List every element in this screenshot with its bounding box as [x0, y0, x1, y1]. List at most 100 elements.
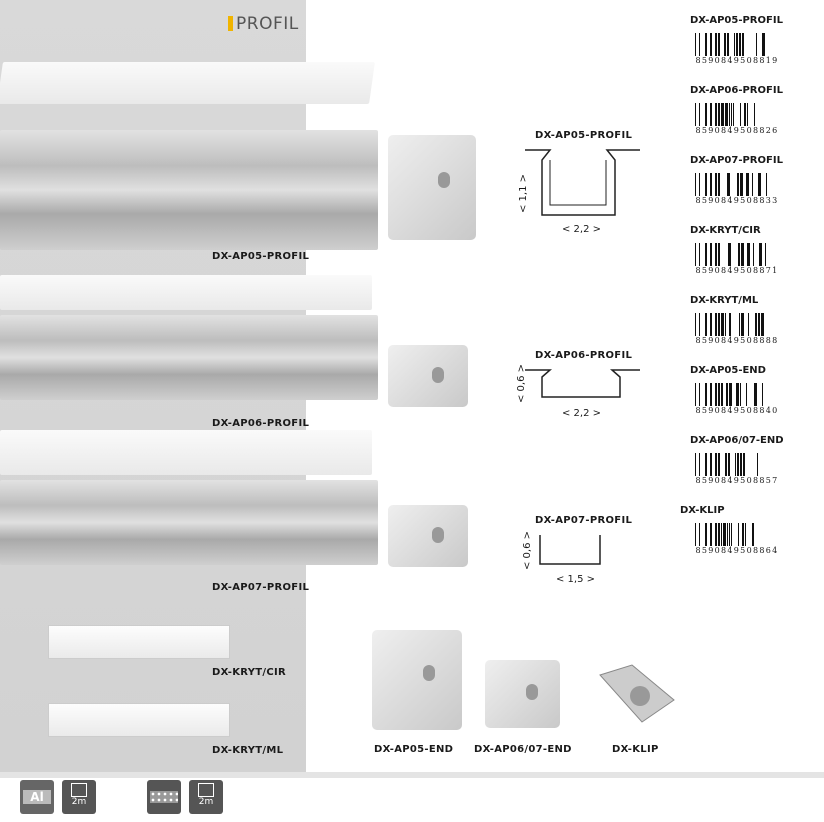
barcode-bar	[746, 383, 747, 407]
barcode-bar	[715, 33, 717, 57]
barcode-bar	[759, 243, 762, 267]
barcode-number: 8590849508871	[692, 266, 782, 275]
width-dimension: < 2,2 >	[562, 224, 602, 235]
barcode-bar	[756, 33, 757, 57]
barcode-bar	[718, 453, 720, 477]
barcode: 8590849508871	[692, 243, 782, 275]
brand-text: PROFIL	[236, 14, 299, 34]
profile-image-ap05	[0, 130, 378, 250]
barcode-bar	[738, 523, 739, 547]
barcode-bar	[740, 173, 743, 197]
barcode-bar	[747, 243, 750, 267]
barcode-bar	[742, 33, 744, 57]
barcode-bar	[721, 383, 723, 407]
barcode-label: DX-AP06-PROFIL	[690, 85, 783, 96]
barcode-number: 8590849508833	[692, 196, 782, 205]
barcode-bar	[710, 523, 712, 547]
height-dimension: < 0,6 >	[516, 363, 528, 404]
barcode-bar	[721, 103, 724, 127]
barcode-bar	[726, 383, 728, 407]
barcode-bar	[715, 383, 717, 407]
barcode-bar	[699, 453, 700, 477]
barcode-bar	[731, 523, 732, 547]
brand-mark-icon	[228, 16, 233, 31]
barcode-bar	[762, 33, 765, 57]
barcode-bar	[699, 383, 700, 407]
box-length-icon: 2m	[189, 780, 223, 814]
barcode-bar	[729, 523, 730, 547]
barcode-bar	[752, 173, 753, 197]
barcode-bar	[718, 103, 720, 127]
barcode-bar	[738, 243, 740, 267]
barcode-bar	[705, 173, 707, 197]
barcode-bar	[724, 33, 726, 57]
profile-drawing-ap07	[539, 535, 601, 565]
barcode-label: DX-AP06/07-END	[690, 435, 784, 446]
end-cap-image	[372, 630, 462, 730]
profile-cover-image	[0, 275, 372, 310]
barcode-bar	[747, 103, 748, 127]
barcode-bar	[710, 33, 712, 57]
barcode-label: DX-KLIP	[680, 505, 725, 516]
barcode-bar	[755, 313, 757, 337]
barcode-bar	[695, 453, 696, 477]
cover-label: DX-KRYT/CIR	[212, 667, 287, 678]
barcode-bar	[699, 33, 700, 57]
barcode-bar	[736, 383, 739, 407]
profile-cover-image	[0, 62, 375, 104]
barcode-bar	[695, 313, 696, 337]
barcode-bar	[715, 103, 717, 127]
barcode-bar	[699, 313, 700, 337]
barcode-bar	[754, 383, 757, 407]
barcode-bar	[729, 383, 732, 407]
cover-image-ml	[48, 703, 230, 737]
barcode-number: 8590849508864	[692, 546, 782, 555]
barcode-bar	[695, 243, 696, 267]
barcode-bar	[710, 453, 712, 477]
barcode-bar	[741, 313, 744, 337]
barcode-bar	[699, 173, 700, 197]
barcode-bar	[727, 33, 729, 57]
barcode-number: 8590849508888	[692, 336, 782, 345]
barcode: 8590849508888	[692, 313, 782, 345]
height-dimension: < 1,1 >	[518, 173, 530, 214]
barcode-bar	[721, 523, 722, 547]
barcode-bar	[743, 453, 745, 477]
barcode-bar	[718, 313, 720, 337]
barcode-bar	[723, 523, 726, 547]
barcode-bar	[715, 173, 717, 197]
barcode-bar	[746, 173, 749, 197]
profile-label: DX-AP06-PROFIL	[212, 418, 310, 429]
barcode-number: 8590849508819	[692, 56, 782, 65]
barcode-bar	[728, 453, 730, 477]
barcode-bar	[705, 33, 707, 57]
barcode-bar	[715, 523, 717, 547]
barcode-bar	[737, 453, 739, 477]
cover-label: DX-KRYT/ML	[212, 745, 284, 756]
barcode-bar	[705, 523, 707, 547]
barcode-bar	[699, 523, 700, 547]
icon-text: 2m	[198, 797, 214, 807]
barcode-bar	[718, 33, 720, 57]
profile-image-ap06	[0, 315, 378, 400]
end-cap-image	[388, 135, 476, 240]
barcode-bar	[710, 313, 712, 337]
barcode-bar	[758, 313, 760, 337]
barcode-bar	[739, 33, 741, 57]
barcode-bar	[731, 103, 732, 127]
barcode-bar	[728, 243, 731, 267]
barcode-bar	[710, 243, 712, 267]
barcode-bar	[718, 243, 720, 267]
barcode-bar	[727, 523, 728, 547]
barcode-bar	[739, 313, 740, 337]
barcode-bar	[735, 453, 736, 477]
barcode-bar	[710, 173, 712, 197]
barcode-bar	[695, 523, 696, 547]
profile-drawing-ap06	[525, 369, 640, 398]
barcode-bar	[740, 453, 742, 477]
barcode-bar	[740, 103, 741, 127]
barcode-bar	[695, 173, 696, 197]
barcode-bar	[727, 173, 730, 197]
barcode-label: DX-KRYT/CIR	[690, 225, 761, 236]
barcode-number: 8590849508857	[692, 476, 782, 485]
